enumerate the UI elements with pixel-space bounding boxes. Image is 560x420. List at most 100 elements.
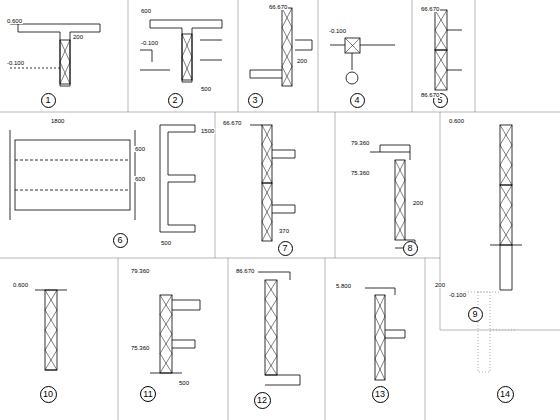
hatch-cross [265, 356, 277, 375]
dimension-text: 500 [160, 240, 172, 246]
hatch-cross [395, 160, 405, 180]
hatch-cross [45, 330, 57, 350]
detail-number: 7 [278, 241, 293, 256]
hatch-cross [282, 28, 292, 48]
hatch-cross [262, 125, 272, 144]
callout-number: 13 [375, 390, 385, 399]
detail-number: 9 [468, 307, 483, 322]
callout-number: 10 [43, 390, 53, 399]
hatch-cross [160, 334, 172, 354]
hatch-cross [282, 47, 292, 67]
detail-number: 14 [497, 386, 514, 403]
dimension-text: 66.670 [420, 6, 440, 12]
hatch-cross [500, 185, 512, 205]
detail-number: 1 [41, 93, 56, 108]
detail-number: 12 [254, 392, 271, 409]
hatch-cross [435, 50, 447, 70]
hatch-cross [60, 62, 70, 84]
hatch-cross [45, 310, 57, 330]
detail-number: 10 [40, 386, 57, 403]
hatch-cross [160, 354, 172, 374]
dimension-text: 75.360 [350, 170, 370, 176]
detail-number: 4 [350, 93, 365, 108]
callout-number: 14 [500, 390, 510, 399]
callout-number: 12 [257, 396, 267, 405]
dimension-text: 0.600 [448, 118, 465, 124]
hatch-cross [435, 70, 447, 90]
hatch-cross [500, 225, 512, 245]
hatch-cross [262, 202, 272, 221]
hatch-cross [500, 165, 512, 185]
callout-number: 7 [282, 244, 287, 253]
callout-number: 3 [252, 96, 257, 105]
hatch-cross [265, 337, 277, 356]
hatch-cross [395, 180, 405, 200]
detail-number: 8 [403, 241, 418, 256]
dimension-text: 370 [278, 228, 290, 234]
hatch-cross [500, 205, 512, 225]
hatch-cross [282, 67, 292, 87]
dimension-text: 1500 [200, 128, 215, 134]
hatch-cross [160, 315, 172, 335]
dimension-text: -0.100 [328, 28, 347, 34]
hatch-cross [45, 350, 57, 370]
dimension-text: -0.100 [448, 292, 467, 298]
hatch-cross [345, 38, 360, 53]
hatch-cross [160, 295, 172, 315]
dimension-text: 600 [134, 176, 146, 182]
dimension-text: 75.360 [130, 345, 150, 351]
hatch-cross [45, 290, 57, 310]
callout-number: 4 [354, 96, 359, 105]
hatch-cross [262, 144, 272, 163]
detail-number: 11 [140, 386, 156, 402]
hatch-cross [435, 10, 447, 30]
dimension-text: 200 [434, 282, 446, 288]
dimension-text: 600 [140, 8, 152, 14]
dimension-text: 66.670 [268, 4, 288, 10]
detail-number: 3 [248, 93, 263, 108]
hatch-cross [262, 183, 272, 202]
callout-number: 1 [45, 96, 50, 105]
dimension-text: -0.100 [6, 60, 25, 66]
hatch-cross [265, 318, 277, 337]
hatch-cross [182, 57, 192, 80]
callout-number: 6 [117, 236, 122, 245]
detail-number: 6 [113, 233, 128, 248]
dimension-text: 0.600 [12, 282, 29, 288]
callout-number: 9 [472, 310, 477, 319]
hatch-cross [500, 145, 512, 165]
hatch-cross [262, 222, 272, 241]
dimension-text: 5.800 [335, 283, 352, 289]
hatch-cross [375, 316, 385, 337]
hatch-cross [395, 200, 405, 220]
hatch-cross [265, 280, 277, 299]
dimension-text: 86.670 [420, 92, 440, 98]
dimension-text: 0.600 [6, 18, 23, 24]
hatch-cross [265, 299, 277, 318]
dimension-text: 86.670 [235, 268, 255, 274]
hatch-cross [375, 338, 385, 359]
hatch-cross [375, 295, 385, 316]
dimension-text: 500 [178, 380, 190, 386]
detail-number: 2 [168, 93, 183, 108]
hatch-cross [60, 40, 70, 62]
dimension-text: 600 [134, 146, 146, 152]
hatch-cross [262, 164, 272, 183]
detail-number: 13 [372, 386, 389, 403]
hatch-cross [500, 125, 512, 145]
hatch-cross [435, 30, 447, 50]
hatch-cross [182, 34, 192, 57]
hatch-cross [375, 359, 385, 380]
callout-number: 11 [143, 390, 152, 399]
dimension-text: 79.360 [350, 140, 370, 146]
dimension-text: 200 [412, 200, 424, 206]
hatch-cross [395, 220, 405, 240]
dimension-text: 1800 [50, 118, 65, 124]
dimension-text: 200 [296, 58, 308, 64]
hatch-cross [282, 8, 292, 28]
dimension-text: 200 [72, 34, 84, 40]
dimension-text: 79.360 [130, 268, 150, 274]
dimension-text: -0.100 [140, 40, 159, 46]
